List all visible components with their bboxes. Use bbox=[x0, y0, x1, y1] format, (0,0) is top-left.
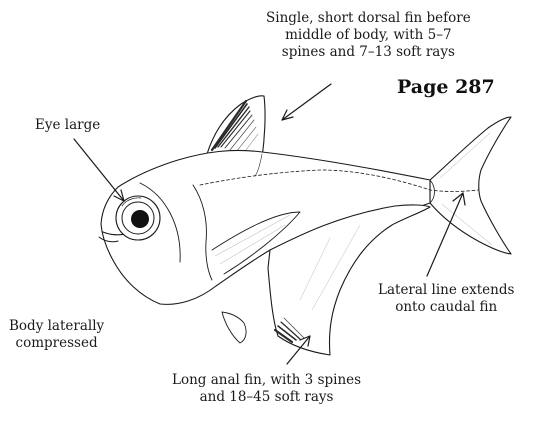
fish-eye bbox=[116, 196, 160, 240]
anal-fin-label: Long anal fin, with 3 spines and 18–45 s… bbox=[172, 372, 361, 406]
body-compressed-label: Body laterally compressed bbox=[9, 318, 104, 352]
dorsal-fin-label: Single, short dorsal fin before middle o… bbox=[266, 10, 471, 61]
eye-label-line-1: Eye large bbox=[35, 117, 100, 134]
anal-fin-label-line-2: and 18–45 soft rays bbox=[172, 389, 361, 406]
dorsal-fin-label-line-3: spines and 7–13 soft rays bbox=[266, 44, 471, 61]
pelvic-fin bbox=[222, 312, 246, 343]
caudal-fin bbox=[430, 117, 511, 254]
page-reference: Page 287 bbox=[397, 76, 495, 98]
body-label-line-2: compressed bbox=[9, 335, 104, 352]
lateral-line-label-line-2: onto caudal fin bbox=[378, 299, 514, 316]
lateral-line-label-line-1: Lateral line extends bbox=[378, 282, 514, 299]
dorsal-fin bbox=[207, 96, 265, 158]
dorsal-fin-label-line-2: middle of body, with 5–7 bbox=[266, 27, 471, 44]
eye-label: Eye large bbox=[35, 117, 100, 134]
dorsal-fin-label-line-1: Single, short dorsal fin before bbox=[266, 10, 471, 27]
body-label-line-1: Body laterally bbox=[9, 318, 104, 335]
anal-fin-label-line-1: Long anal fin, with 3 spines bbox=[172, 372, 361, 389]
lateral-line-label: Lateral line extends onto caudal fin bbox=[378, 282, 514, 316]
